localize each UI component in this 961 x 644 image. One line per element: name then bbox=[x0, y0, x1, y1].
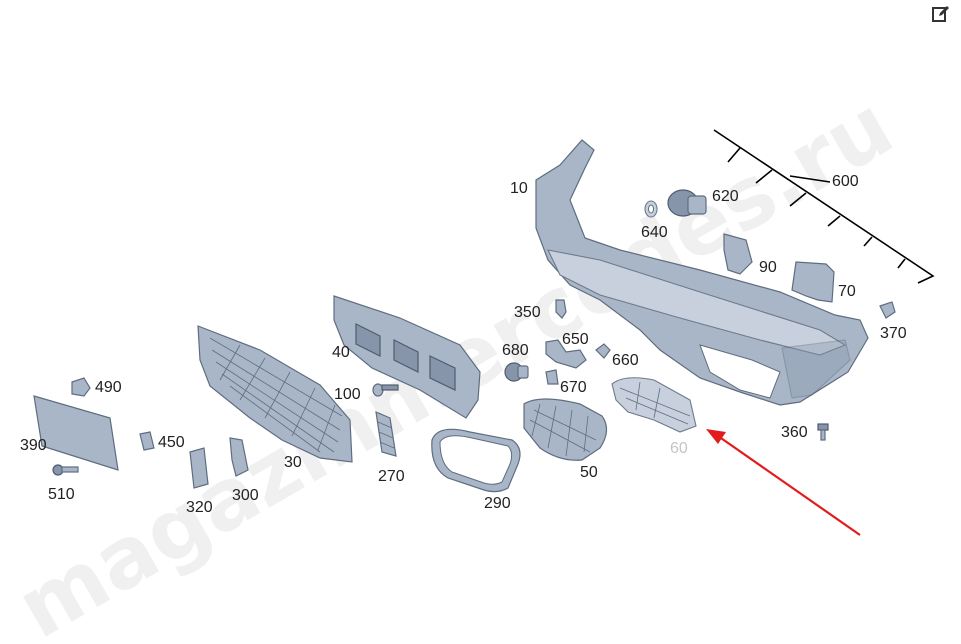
callout-390: 390 bbox=[20, 437, 47, 454]
part-450-clip[interactable] bbox=[139, 431, 155, 451]
callout-270: 270 bbox=[378, 468, 405, 485]
part-90-bracket[interactable] bbox=[723, 233, 753, 275]
callout-90: 90 bbox=[759, 259, 777, 276]
callout-labels: 10 620 600 640 90 70 370 350 650 680 660… bbox=[20, 173, 907, 516]
part-680-sensor[interactable] bbox=[504, 362, 529, 382]
part-640-sensor-ring[interactable] bbox=[644, 200, 658, 218]
callout-60-highlighted: 60 bbox=[670, 440, 688, 457]
part-100-clip[interactable] bbox=[372, 383, 399, 397]
part-350-clip[interactable] bbox=[555, 299, 567, 319]
callout-350: 350 bbox=[514, 304, 541, 321]
part-270-vent-insert[interactable] bbox=[375, 411, 397, 457]
part-370-clip[interactable] bbox=[879, 301, 896, 319]
callout-40: 40 bbox=[332, 344, 350, 361]
callout-620: 620 bbox=[712, 188, 739, 205]
callout-680: 680 bbox=[502, 342, 529, 359]
callout-650: 650 bbox=[562, 331, 589, 348]
part-510-screw[interactable] bbox=[52, 464, 79, 476]
part-620-parking-sensor[interactable] bbox=[667, 189, 707, 217]
callout-640: 640 bbox=[641, 224, 668, 241]
part-390-license-plate-holder[interactable] bbox=[33, 395, 119, 471]
callout-660: 660 bbox=[612, 352, 639, 369]
callout-670: 670 bbox=[560, 379, 587, 396]
part-650-sensor-bracket[interactable] bbox=[545, 339, 587, 369]
callout-10: 10 bbox=[510, 180, 528, 197]
part-10-front-bumper[interactable] bbox=[535, 139, 869, 406]
callout-100: 100 bbox=[334, 386, 361, 403]
callout-510: 510 bbox=[48, 486, 75, 503]
callout-300: 300 bbox=[232, 487, 259, 504]
part-60-grille-insert-highlighted[interactable] bbox=[611, 377, 697, 433]
part-320-cover[interactable] bbox=[189, 447, 209, 489]
callout-320: 320 bbox=[186, 499, 213, 516]
red-pointer-arrow bbox=[706, 429, 861, 536]
part-360-screw[interactable] bbox=[817, 423, 829, 441]
callout-360: 360 bbox=[781, 424, 808, 441]
part-600-wiring-harness[interactable] bbox=[713, 129, 935, 284]
callout-450: 450 bbox=[158, 434, 185, 451]
part-30-radiator-grille[interactable] bbox=[197, 325, 353, 463]
part-670-clip[interactable] bbox=[545, 369, 559, 385]
part-660-clip[interactable] bbox=[595, 343, 611, 359]
callout-70: 70 bbox=[838, 283, 856, 300]
callout-370: 370 bbox=[880, 325, 907, 342]
part-300-bracket[interactable] bbox=[229, 437, 249, 477]
callout-30: 30 bbox=[284, 454, 302, 471]
callout-290: 290 bbox=[484, 495, 511, 512]
callout-490: 490 bbox=[95, 379, 122, 396]
part-290-headlamp-frame[interactable] bbox=[431, 428, 521, 493]
part-490-nut[interactable] bbox=[71, 377, 91, 397]
edit-icon[interactable] bbox=[931, 4, 951, 24]
callout-600: 600 bbox=[832, 173, 859, 190]
part-40-air-duct[interactable] bbox=[333, 295, 481, 419]
part-70-bracket[interactable] bbox=[791, 261, 835, 303]
callout-50: 50 bbox=[580, 464, 598, 481]
part-50-fog-lamp-grille[interactable] bbox=[523, 398, 608, 461]
